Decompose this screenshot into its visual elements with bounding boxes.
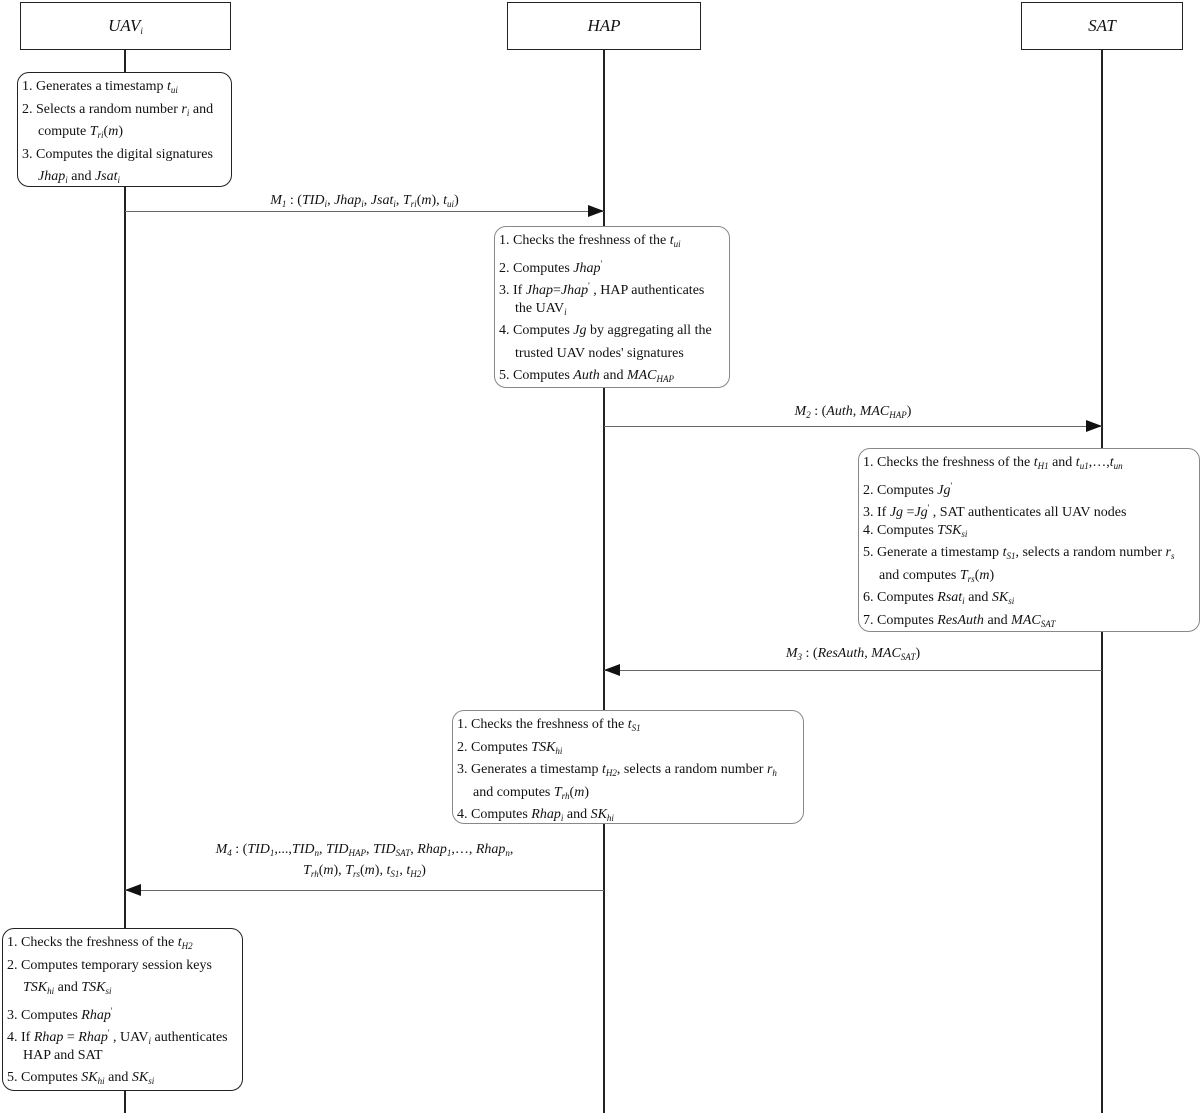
uav-step-box-1: 1. Generates a timestamp tui 2. Selects a… — [17, 72, 232, 187]
message-m1-label: M1 : (TIDi, Jhapi, Jsati, Tri(m), tui) — [270, 193, 459, 209]
step-line: 1. Checks the freshness of the tH2 — [7, 935, 193, 951]
step-line: 5. Computes Auth and MACHAP — [499, 368, 675, 384]
step-line: 3. Computes Rhap' — [7, 1005, 113, 1023]
message-m2-label: M2 : (Auth, MACHAP) — [794, 404, 912, 420]
uav-step-box-2: 1. Checks the freshness of the tH2 2. Com… — [2, 928, 243, 1091]
actor-uav: UAVi — [20, 2, 231, 50]
actor-hap-label: HAP — [587, 16, 621, 35]
hap-step-box-2: 1. Checks the freshness of the tS1 2. Com… — [452, 710, 804, 824]
uav-lifeline — [124, 50, 126, 1113]
step-line: 3. Generates a timestamp tH2, selects a … — [457, 762, 777, 778]
actor-sat: SAT — [1021, 2, 1183, 50]
step-line: 1. Checks the freshness of the tui — [499, 233, 681, 249]
step-line: 2. Computes Jg' — [863, 480, 953, 498]
arrowhead-icon — [588, 205, 604, 217]
step-line: 1. Checks the freshness of the tH1 and t… — [863, 455, 1123, 471]
step-line: Jhapi and Jsati — [38, 169, 121, 185]
step-line: 4. Computes Rhapi and SKhi — [457, 807, 614, 823]
message-m1-arrow — [125, 205, 604, 217]
hap-step-box-1: 1. Checks the freshness of the tui 2. Com… — [494, 226, 730, 388]
step-line: compute Tri(m) — [38, 124, 123, 140]
step-line: 1. Checks the freshness of the tS1 — [457, 717, 641, 733]
step-line: 7. Computes ResAuth and MACSAT — [863, 612, 1056, 629]
step-line: 5. Computes SKhi and SKsi — [7, 1070, 155, 1086]
step-line: HAP and SAT — [23, 1047, 103, 1063]
arrowhead-icon — [1086, 420, 1102, 432]
step-line: 3. If Jg =Jg' , SAT authenticates all UA… — [863, 503, 1127, 520]
arrowhead-icon — [604, 664, 620, 676]
message-m4-label-line1: M4 : (TID1,...,TIDn, TIDHAP, TIDSAT, Rha… — [215, 842, 514, 858]
step-line: 4. Computes TSKsi — [863, 522, 968, 539]
step-line: TSKhi and TSKsi — [23, 980, 112, 996]
step-line: 5. Generate a timestamp tS1, selects a r… — [863, 545, 1175, 561]
step-line: trusted UAV nodes' signatures — [515, 345, 684, 361]
sat-step-box: 1. Checks the freshness of the tH1 and t… — [858, 448, 1200, 632]
step-line: 4. Computes Jg by aggregating all the — [499, 323, 712, 338]
hap-lifeline — [603, 50, 605, 1113]
step-line: 2. Computes temporary session keys — [7, 957, 212, 973]
step-line: 2. Computes Jhap' — [499, 258, 603, 276]
actor-hap: HAP — [507, 2, 701, 50]
message-m2-arrow — [604, 420, 1102, 432]
step-line: 3. If Jhap=Jhap' , HAP authenticates — [499, 281, 705, 298]
step-line: 1. Generates a timestamp tui — [22, 79, 178, 95]
arrowhead-icon — [125, 884, 141, 896]
message-m3-label: M3 : (ResAuth, MACSAT) — [785, 646, 921, 662]
message-m4-arrow — [125, 884, 604, 896]
step-line: the UAVi — [515, 300, 567, 317]
message-m3-arrow — [604, 664, 1102, 676]
step-line: 6. Computes Rsati and SKsi — [863, 590, 1015, 606]
step-line: 2. Computes TSKhi — [457, 739, 563, 756]
message-m4-label-line2: Trh(m), Trs(m), tS1, tH2) — [303, 863, 426, 879]
step-line: and computes Trh(m) — [473, 784, 589, 801]
actor-uav-label: UAVi — [108, 16, 143, 36]
step-line: 2. Selects a random number ri and — [22, 101, 214, 118]
step-line: 4. If Rhap = Rhap' , UAVi authenticates — [7, 1028, 228, 1046]
actor-sat-label: SAT — [1088, 16, 1116, 35]
step-line: 3. Computes the digital signatures — [22, 146, 213, 162]
step-line: and computes Trs(m) — [879, 567, 995, 584]
